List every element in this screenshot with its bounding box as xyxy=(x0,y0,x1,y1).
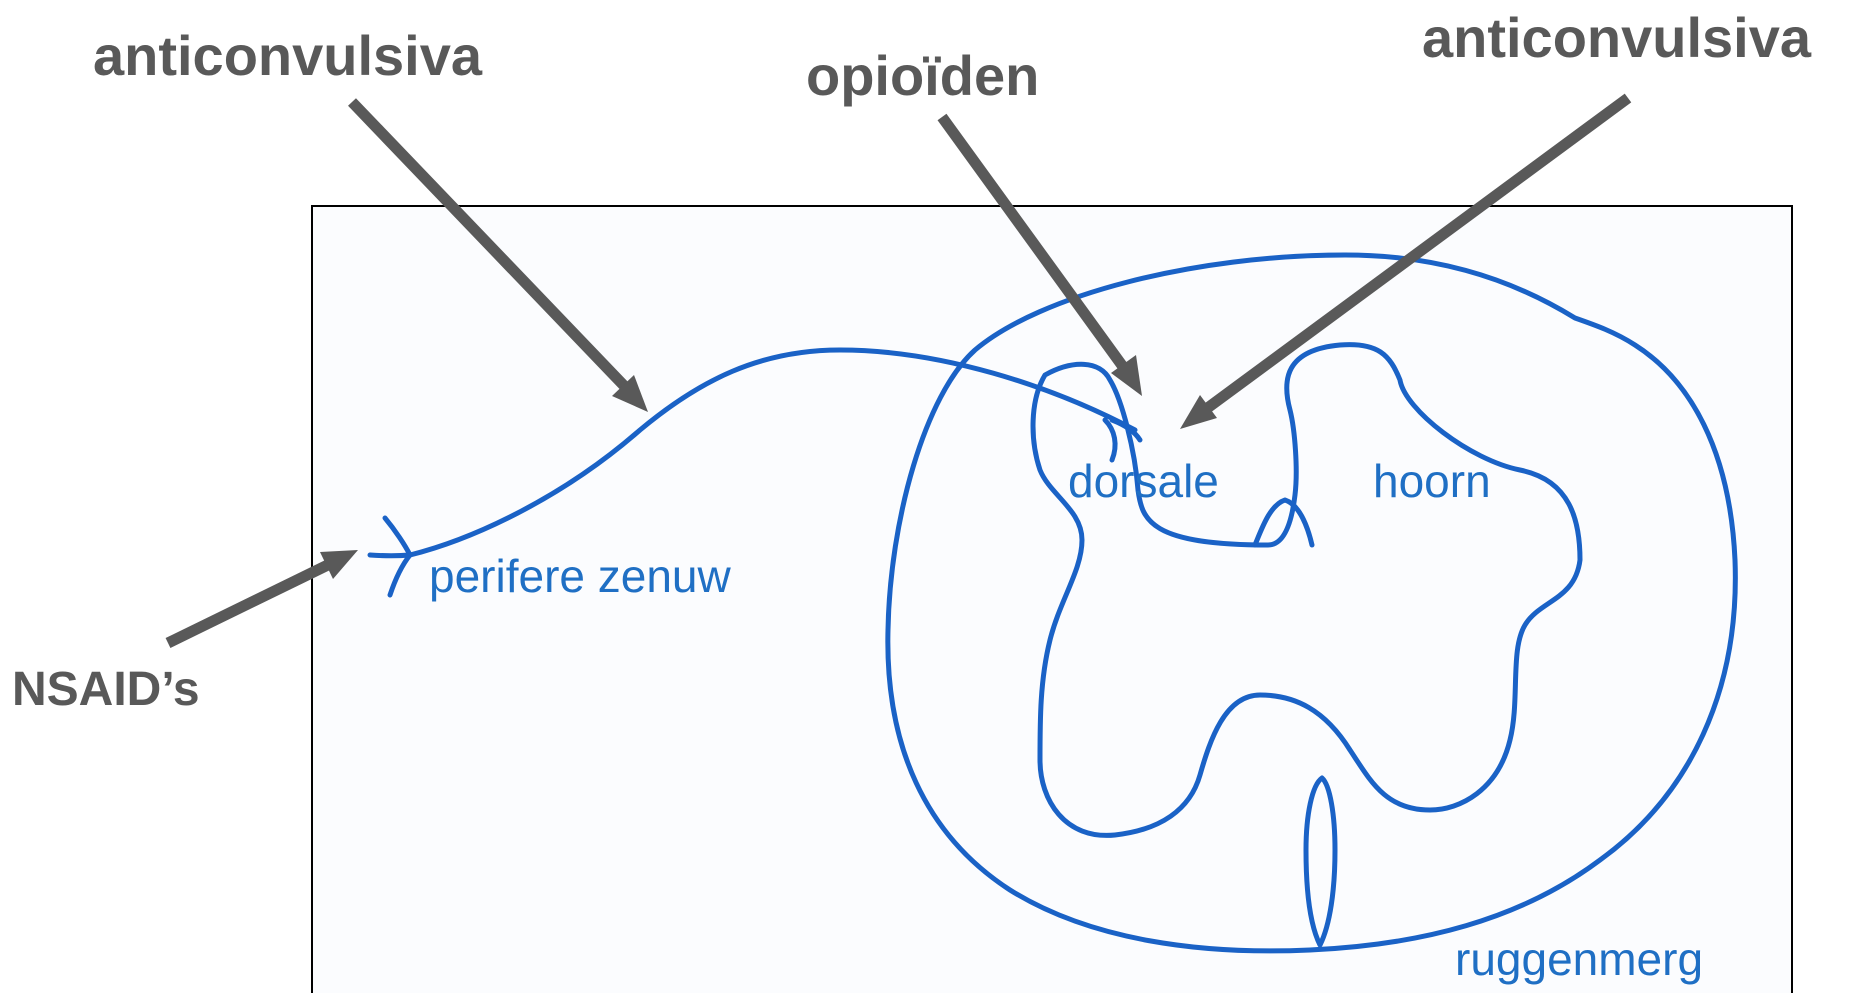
label-perifere-zenuw: perifere zenuw xyxy=(429,550,731,602)
label-ruggenmerg: ruggenmerg xyxy=(1455,933,1703,985)
label-hoorn: hoorn xyxy=(1373,455,1491,507)
label-dorsale: dorsale xyxy=(1068,455,1219,507)
label-opioiden: opioïden xyxy=(806,44,1039,107)
label-anticonvulsiva-right: anticonvulsiva xyxy=(1422,6,1812,69)
label-nsaids: NSAID’s xyxy=(12,663,200,716)
label-anticonvulsiva-left: anticonvulsiva xyxy=(93,24,483,87)
